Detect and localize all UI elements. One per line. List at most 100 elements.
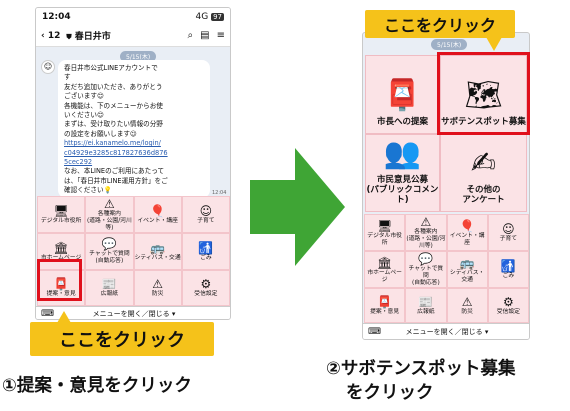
menu-item-icon: ⚠	[152, 277, 163, 292]
message-line: 確認ください💡	[64, 186, 112, 195]
menu-item[interactable]: 🎈イベント・講座	[446, 214, 488, 251]
menu-item-icon: 🎈	[459, 218, 475, 233]
public-comment-label: 市民意見公募 (パブリックコメント)	[366, 175, 439, 205]
message-line[interactable]: c04929e3285c817827636d876	[64, 148, 168, 157]
menu-item-icon: 📰	[418, 295, 434, 309]
saboten-spot-label: サボテンスポット募集	[441, 117, 526, 127]
menu-item[interactable]: 🖥デジタル市役所	[364, 214, 406, 251]
menu-item-icon: 🚌	[459, 255, 475, 270]
menu-item-icon: 📮	[377, 295, 393, 309]
menu-item-label: ごみ	[200, 254, 212, 261]
menu-item-icon: 🎈	[150, 204, 166, 218]
menu-item-icon: 💬	[101, 237, 117, 252]
menu-item-label: 提案・意見	[370, 309, 400, 315]
avatar: ☺	[41, 60, 55, 74]
other-survey-button[interactable]: ✍ その他の アンケート	[440, 134, 527, 212]
menu-item-icon: 🚮	[198, 240, 214, 255]
menu-item-icon: ☺	[199, 204, 213, 218]
note-icon[interactable]: ▤	[200, 30, 210, 41]
menu-toggle-bar[interactable]: ⌨ メニューを開く／閉じる ▾	[363, 323, 529, 339]
menu-item-icon: ☺	[502, 222, 515, 236]
message-body: 春日井市公式LINEアカウントです友だち追加いただき、ありがとうございます😊各機…	[64, 64, 204, 139]
menu-item-icon: 💬	[418, 252, 434, 266]
menu-item[interactable]: ☺子育て	[487, 214, 529, 251]
menu-item-icon: ⚙	[200, 277, 212, 292]
left-phone-screen: 12:04 4G 97 ‹ 12 ⛊ 春日井市 ⌕ ▤ ≡ 5/15(木) ☺ …	[35, 7, 231, 320]
message-link[interactable]: https://ei.kanamelo.me/login/c04929e3285…	[64, 139, 204, 167]
message-line[interactable]: https://ei.kanamelo.me/login/	[64, 139, 161, 148]
menu-toggle-bar[interactable]: ⌨ メニューを開く／閉じる ▾	[36, 306, 230, 319]
menu-item[interactable]: 📰広報紙	[85, 269, 134, 306]
mailbox-icon: 📮	[383, 78, 422, 113]
left-callout-label: ここをクリック	[30, 322, 214, 356]
welcome-message-bubble: 春日井市公式LINEアカウントです友だち追加いただき、ありがとうございます😊各機…	[58, 60, 210, 198]
keyboard-icon[interactable]: ⌨	[368, 327, 381, 337]
menu-toggle-label: メニューを開く／閉じる ▾	[92, 309, 176, 318]
menu-item-icon: 📮	[53, 277, 69, 292]
menu-item[interactable]: 🖥デジタル市役所	[37, 196, 86, 233]
menu-item[interactable]: ⚠防災	[133, 269, 182, 306]
menu-item[interactable]: ⚙受信設定	[181, 269, 230, 306]
step2-caption-line2: をクリック	[346, 383, 434, 403]
message-line: なお、本LINEのご利用にあたって	[64, 167, 165, 176]
menu-item[interactable]: 📮提案・意見	[364, 288, 406, 323]
menu-item-icon: 🏛	[377, 255, 393, 270]
menu-item[interactable]: 💬チャットで質問 (自動応答)	[405, 251, 447, 288]
rich-menu: 🖥デジタル市役所⚠各種案内 (道路・公園/河川等)🎈イベント・講座☺子育て🏛市ホ…	[37, 196, 230, 306]
menu-item[interactable]: ⚠各種案内 (道路・公園/河川等)	[405, 214, 447, 251]
menu-item-icon: 🖥	[53, 204, 69, 218]
message-time: 12:04	[212, 190, 227, 196]
menu-item[interactable]: 💬チャットで質問 (自動応答)	[85, 233, 134, 270]
menu-item-label: デジタル市役所	[40, 218, 82, 224]
menu-item[interactable]: ⚠各種案内 (道路・公園/河川等)	[85, 196, 134, 233]
message-line[interactable]: 5cec292	[64, 158, 93, 167]
menu-item[interactable]: 🚌シティバス・交通	[133, 233, 182, 270]
menu-item-label: 防災	[151, 291, 164, 298]
chat-header: ‹ 12 ⛊ 春日井市 ⌕ ▤ ≡	[36, 25, 230, 47]
menu-item[interactable]: 🚮ごみ	[181, 233, 230, 270]
status-indicators: 4G 97	[196, 12, 224, 22]
rich-menu: 🖥デジタル市役所⚠各種案内 (道路・公園/河川等)🎈イベント・講座☺子育て🏛市ホ…	[364, 214, 529, 323]
message-line: 春日井市公式LINEアカウントで	[64, 64, 158, 72]
menu-item[interactable]: 🚮ごみ	[487, 251, 529, 288]
menu-item-icon: ⚠	[420, 215, 432, 229]
menu-item[interactable]: ⚙受信設定	[487, 288, 529, 323]
menu-item-icon: 🚮	[500, 259, 516, 273]
message-line: ございます😊	[64, 92, 104, 101]
status-time: 12:04	[42, 11, 71, 22]
menu-item[interactable]: 🏛市ホームページ	[364, 251, 406, 288]
menu-item-label: 子育て	[499, 236, 518, 242]
message-tail: なお、本LINEのご利用にあたっては、「春日井市LINE運用方針」をご確認くださ…	[64, 167, 204, 195]
menu-item-label: 提案・意見	[46, 291, 76, 298]
menu-item-label: イベント・講座	[137, 218, 178, 224]
saboten-spot-button[interactable]: 🗺 サボテンスポット募集	[440, 55, 527, 134]
menu-item[interactable]: 🚌シティバス・交通	[446, 251, 488, 288]
chat-title: ⛊ 春日井市	[66, 29, 187, 42]
menu-item-label: シティバス・交通	[449, 269, 485, 283]
shield-icon: ⛊	[66, 33, 72, 41]
menu-item-icon: 🚌	[150, 240, 166, 255]
keyboard-icon[interactable]: ⌨	[41, 308, 54, 319]
menu-item-label: シティバス・交通	[134, 254, 181, 261]
back-button[interactable]: ‹ 12	[41, 30, 61, 41]
search-icon[interactable]: ⌕	[187, 30, 194, 41]
people-icon: 👥	[383, 136, 422, 171]
menu-item[interactable]: 📰広報紙	[405, 288, 447, 323]
menu-item[interactable]: ☺子育て	[181, 196, 230, 233]
menu-toggle-label: メニューを開く／閉じる ▾	[405, 328, 489, 336]
status-bar: 12:04 4G 97	[36, 8, 230, 25]
menu-item-label: チャットで質問 (自動応答)	[89, 251, 130, 265]
menu-icon[interactable]: ≡	[216, 30, 225, 41]
menu-item[interactable]: 🎈イベント・講座	[133, 196, 182, 233]
menu-item[interactable]: 🏛市ホームページ	[37, 233, 86, 270]
date-pill: 5/15(木)	[120, 51, 157, 62]
mayor-proposal-button[interactable]: 📮 市長への提案	[365, 55, 440, 134]
mayor-proposal-label: 市長への提案	[376, 117, 428, 127]
menu-item[interactable]: ⚠防災	[446, 288, 488, 323]
menu-item-label: 市ホームページ	[367, 269, 402, 283]
public-comment-button[interactable]: 👥 市民意見公募 (パブリックコメント)	[365, 134, 440, 212]
menu-item-icon: 🖥	[377, 218, 393, 233]
map-pin-icon: 🗺	[464, 78, 503, 113]
highlight-saboten-box	[437, 52, 530, 135]
menu-item-label: 受信設定	[194, 291, 218, 298]
